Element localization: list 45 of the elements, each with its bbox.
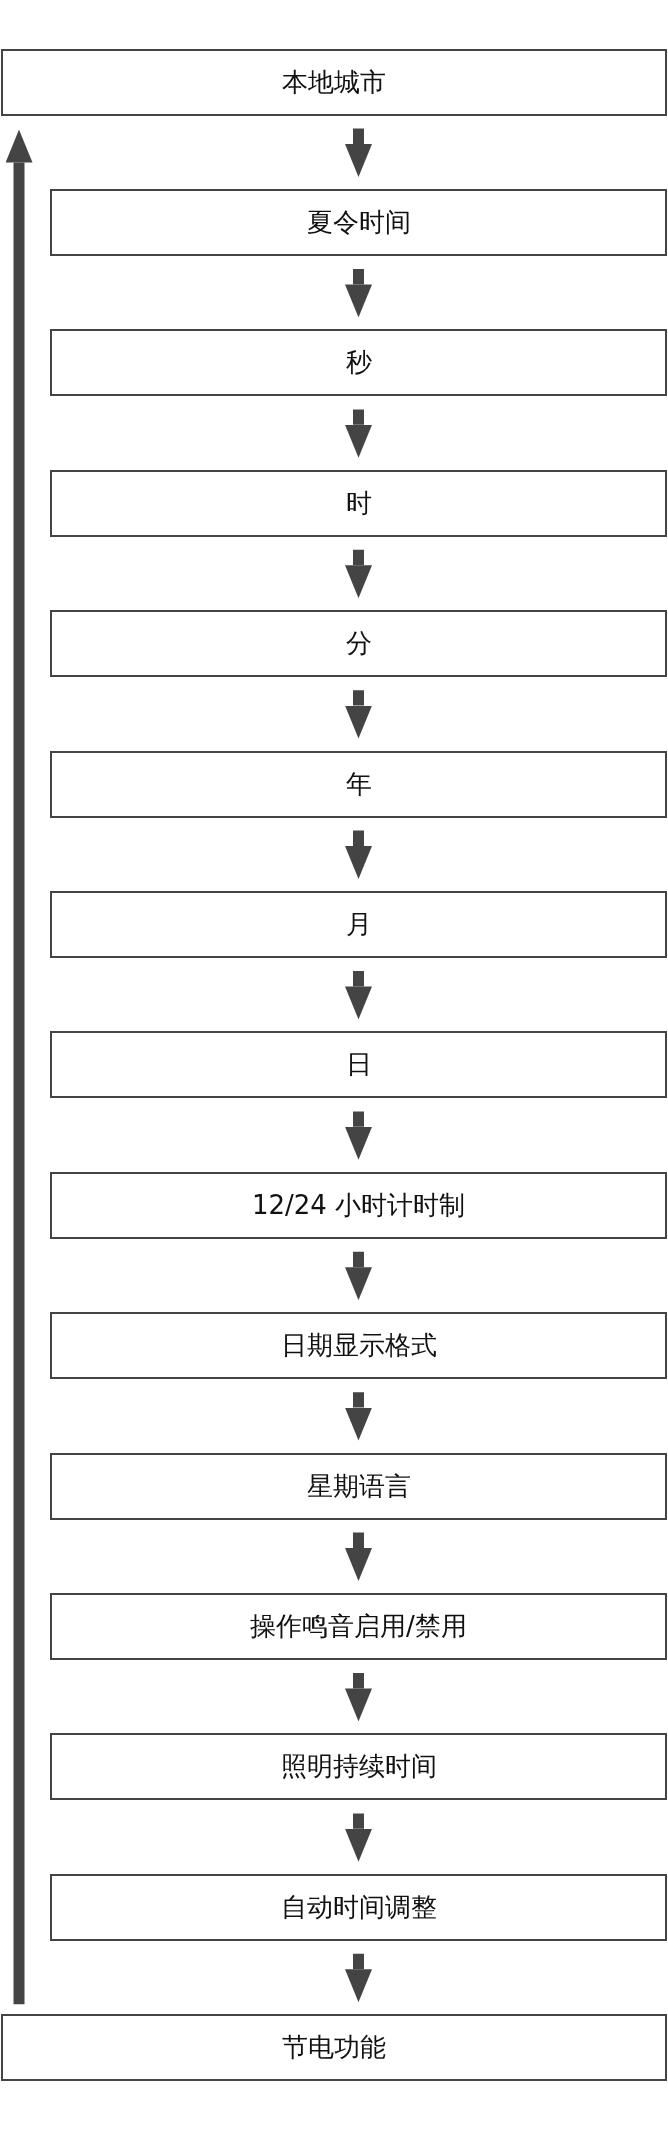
arrow xyxy=(345,269,372,318)
arrow xyxy=(345,128,372,177)
menu-box xyxy=(50,469,667,537)
arrow xyxy=(345,830,372,879)
arrow xyxy=(345,1953,372,2003)
menu-box xyxy=(50,189,667,256)
menu-box xyxy=(0,48,667,116)
menu-box xyxy=(50,750,667,818)
menu-item-label: 年 xyxy=(345,768,372,800)
menu-item-label: 节电功能 xyxy=(281,2032,386,2064)
arrow xyxy=(345,1392,372,1441)
menu-box xyxy=(50,1593,667,1660)
arrow xyxy=(345,1251,372,1301)
menu-item-label: 时 xyxy=(345,487,372,519)
arrow xyxy=(345,1673,372,1722)
arrow xyxy=(5,129,33,2005)
arrow xyxy=(345,690,372,739)
menu-box xyxy=(50,1171,667,1239)
menu-item-label: 秒 xyxy=(345,347,372,379)
menu-item-label: 夏令时间 xyxy=(306,206,411,239)
menu-item-label: 星期语言 xyxy=(306,1470,411,1502)
menu-box xyxy=(50,891,667,958)
menu-box xyxy=(50,1733,667,1801)
menu-item-label: 操作鸣音启用/禁用 xyxy=(250,1610,467,1643)
arrow xyxy=(345,971,372,1020)
menu-item-label: 月 xyxy=(345,908,372,941)
menu-box xyxy=(50,1452,667,1520)
menu-item-label: 日期显示格式 xyxy=(280,1330,437,1362)
menu-box xyxy=(0,2014,667,2082)
menu-box xyxy=(50,610,667,678)
menu-item-label: 照明持续时间 xyxy=(280,1751,437,1783)
arrow xyxy=(345,549,372,599)
menu-item-label: 日 xyxy=(345,1049,372,1081)
menu-box xyxy=(50,1031,667,1099)
menu-item-label: 分 xyxy=(345,628,372,660)
arrow xyxy=(345,409,372,458)
menu-box xyxy=(50,1873,667,1941)
menu-item-label: 自动时间调整 xyxy=(280,1891,437,1923)
arrow xyxy=(345,1532,372,1581)
menu-item-label: 本地城市 xyxy=(281,66,386,98)
menu-box xyxy=(50,329,667,397)
menu-item-label: 12/24 小时计时制 xyxy=(251,1189,466,1221)
menu-box xyxy=(50,1312,667,1380)
arrow xyxy=(345,1813,372,1862)
arrow xyxy=(345,1111,372,1160)
